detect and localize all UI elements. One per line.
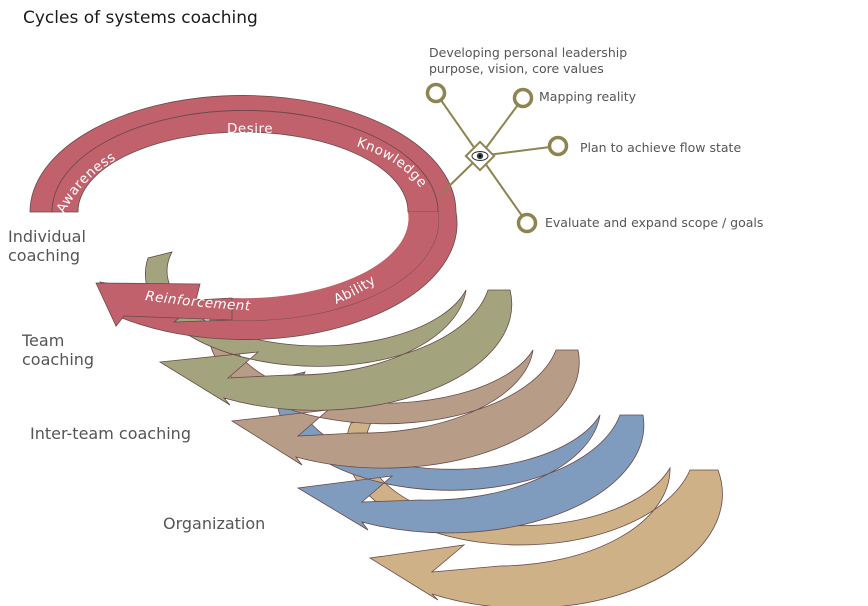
- team-arrow-shape: [145, 251, 513, 411]
- inter-team-arrow-shape: [208, 307, 580, 469]
- spoke: [435, 92, 481, 157]
- hub-node: [516, 212, 538, 234]
- organization-arrow-shape: [345, 418, 723, 606]
- individual-arrow-body: [232, 212, 439, 321]
- individual-cycle-arrow: [29, 95, 458, 340]
- node-label-plan-flow-state: Plan to achieve flow state: [580, 140, 741, 155]
- hub-node: [547, 135, 569, 157]
- blue-arrow-shape: [276, 371, 645, 534]
- desire-label: Desire: [227, 121, 273, 137]
- hub-network: [425, 82, 569, 234]
- individual-arrow-inner: [51, 110, 439, 213]
- individual-arrow-head: [95, 282, 233, 327]
- eye-icon: [464, 140, 496, 172]
- spoke: [479, 155, 528, 224]
- page-title: Cycles of systems coaching: [23, 8, 258, 28]
- level-label-inter-team: Inter-team coaching: [30, 424, 191, 443]
- hub-node: [425, 82, 447, 104]
- team-cycle-arrow: [145, 251, 513, 411]
- organization-cycle-arrow: [345, 418, 723, 606]
- node-label-mapping-reality: Mapping reality: [539, 89, 637, 104]
- spoke: [479, 97, 524, 157]
- inter-team-cycle-arrow: [208, 307, 580, 469]
- hub-node: [512, 87, 534, 109]
- blue-cycle-arrow: [276, 371, 645, 534]
- level-label-organization: Organization: [163, 514, 265, 533]
- node-label-evaluate-expand: Evaluate and expand scope / goals: [545, 215, 763, 230]
